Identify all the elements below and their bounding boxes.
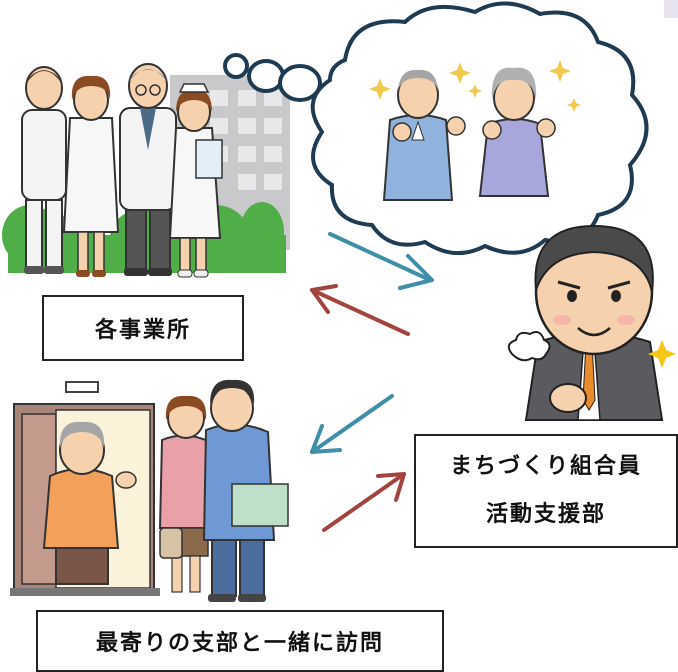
staff-group-illustration [2, 63, 290, 278]
union-label-line2: 活動支援部 [485, 502, 606, 527]
arrow-icon [310, 232, 434, 532]
visit-label: 最寄りの支部と一緒に訪問 [95, 631, 384, 656]
offices-label-box: 各事業所 [42, 295, 244, 361]
visit-label-box: 最寄りの支部と一緒に訪問 [36, 610, 444, 672]
home-visit-illustration [10, 379, 289, 602]
happy-seniors-illustration [369, 60, 581, 201]
businessman-illustration [507, 224, 676, 421]
offices-label: 各事業所 [94, 318, 191, 343]
union-support-label-box: まちづくり組合員 活動支援部 [414, 434, 678, 548]
corner-accent [664, 0, 678, 18]
union-label-line1: まちづくり組合員 [449, 454, 642, 479]
